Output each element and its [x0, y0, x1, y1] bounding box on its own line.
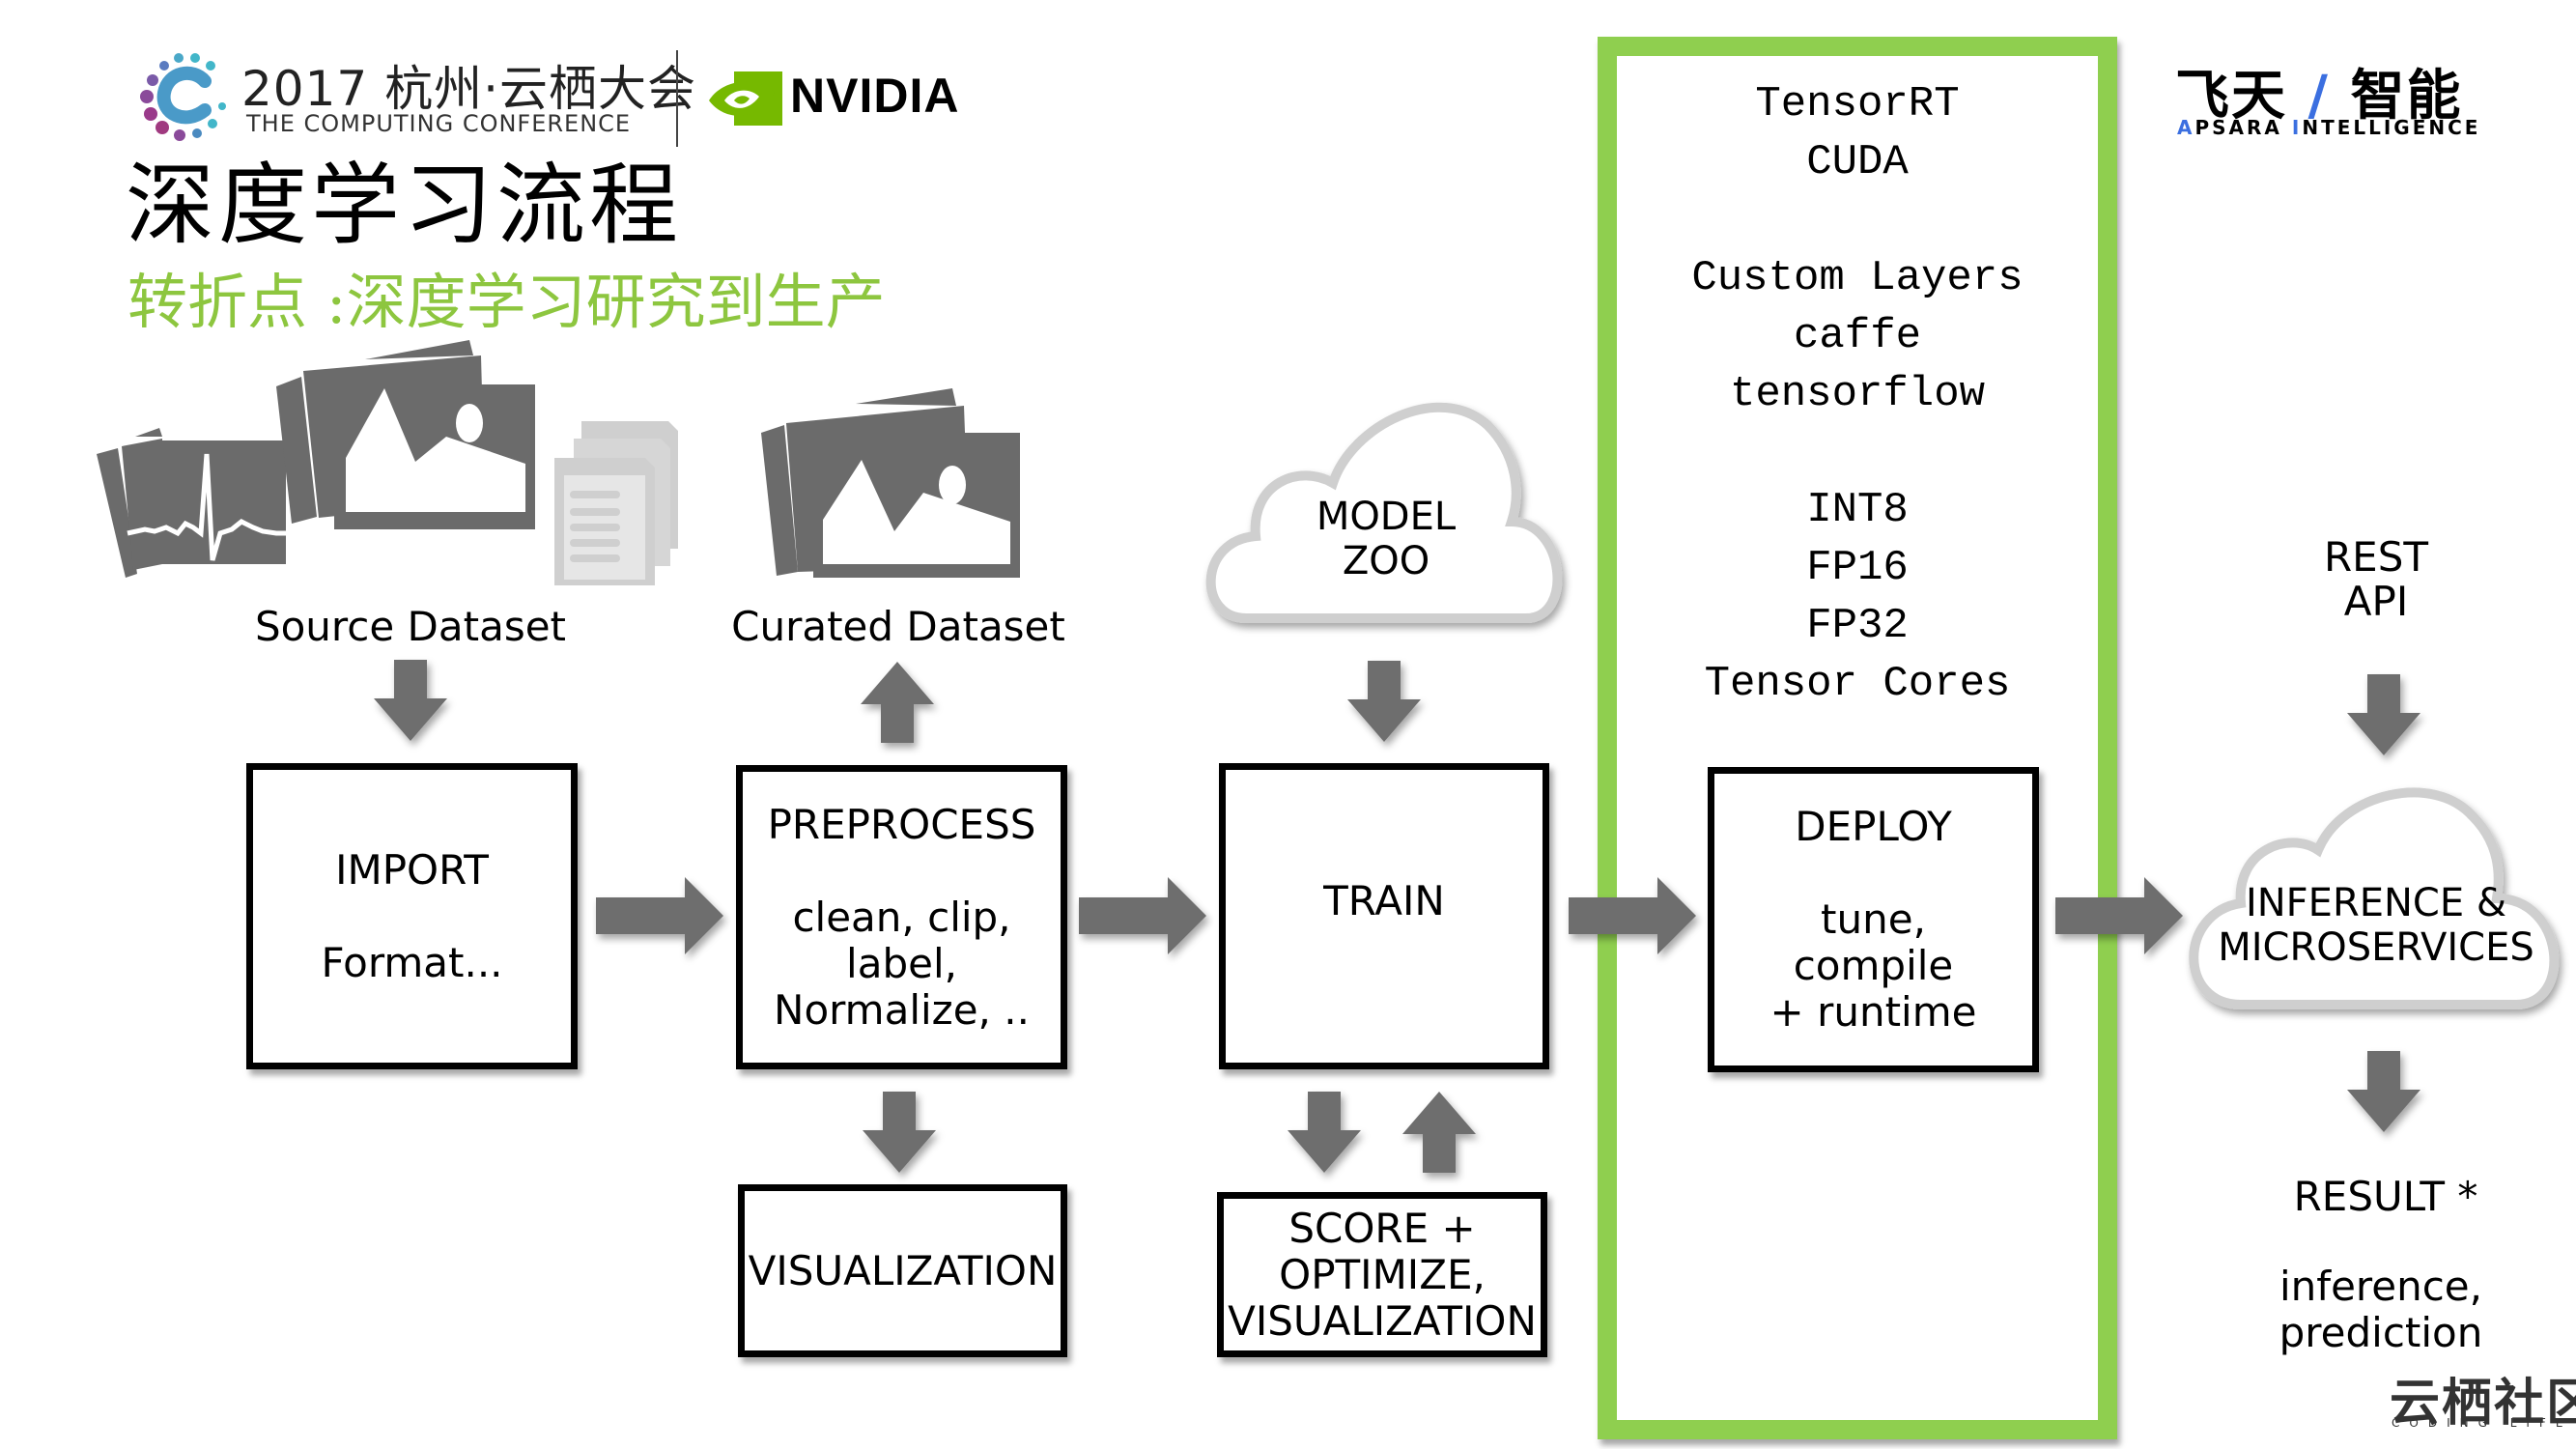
tensorrt-feature-list: TensorRT CUDA Custom Layers caffe tensor…	[1617, 75, 2098, 713]
stage-line: SCORE +	[1288, 1204, 1476, 1252]
page-title: 深度学习流程	[126, 154, 683, 257]
image-stack-icon	[761, 388, 1020, 578]
inference-line: INFERENCE &	[2245, 881, 2507, 925]
stage-title: VISUALIZATION	[748, 1246, 1058, 1294]
rest-line: API	[2343, 578, 2409, 625]
arrow-right-icon	[2055, 877, 2183, 954]
arrow-down-icon	[1288, 1092, 1361, 1173]
stage-preprocess: PREPROCESS clean, clip, label, Normalize…	[736, 765, 1067, 1069]
tech-item: INT8	[1806, 486, 1909, 534]
arrow-down-icon	[2347, 1051, 2420, 1132]
conference-title: 2017 杭州·云栖大会	[241, 61, 697, 117]
result-line: prediction	[2279, 1309, 2483, 1356]
model-zoo-label: MODEL ZOO	[1285, 495, 1487, 583]
rest-api-label: REST API	[2279, 535, 2473, 624]
stage-detail: tune,	[1821, 895, 1926, 943]
stage-import: IMPORT Format...	[246, 763, 578, 1069]
stage-detail: Normalize, ..	[774, 985, 1030, 1034]
page-subtitle: 转折点 :深度学习研究到生产	[127, 267, 886, 337]
model-zoo-line: ZOO	[1342, 539, 1430, 583]
nvidia-eye-icon	[709, 71, 782, 126]
arrow-down-icon	[374, 660, 447, 741]
result-description: inference, prediction	[2250, 1264, 2511, 1356]
tech-item: caffe	[1793, 312, 1922, 360]
tech-item: TensorRT	[1755, 80, 1960, 128]
result-line: inference,	[2279, 1263, 2482, 1310]
tech-item: CUDA	[1806, 138, 1909, 186]
source-dataset-label: Source Dataset	[254, 603, 567, 650]
tech-item: Tensor Cores	[1704, 660, 2011, 708]
inference-line: MICROSERVICES	[2218, 925, 2534, 970]
result-label: RESULT *	[2293, 1173, 2478, 1220]
conference-logo-icon	[140, 53, 226, 141]
document-stack-icon	[554, 421, 678, 585]
stage-detail: compile	[1793, 942, 1954, 989]
inference-cloud-icon	[2189, 787, 2560, 1009]
stage-detail: + runtime	[1769, 988, 1977, 1036]
arrow-down-icon	[863, 1092, 936, 1173]
tech-item: Custom Layers	[1691, 254, 2024, 302]
stage-detail: Format...	[321, 938, 503, 986]
ecg-stack-icon	[97, 428, 286, 578]
stage-line: VISUALIZATION	[1228, 1296, 1537, 1345]
apsara-logo-en: APSARA INTELLIGENCE	[2177, 116, 2481, 139]
arrow-right-icon	[1079, 877, 1206, 954]
rest-line: REST	[2323, 533, 2429, 581]
apsara-logo-cn: 飞天 / 智能	[2175, 65, 2463, 128]
arrow-right-icon	[1569, 877, 1696, 954]
stage-detail: clean, clip,	[792, 893, 1011, 941]
stage-score-optimize: SCORE + OPTIMIZE, VISUALIZATION	[1217, 1192, 1547, 1357]
arrow-up-icon	[861, 662, 934, 743]
arrow-down-icon	[1347, 661, 1421, 742]
yunqi-community-logo: 云栖社区	[2390, 1375, 2576, 1433]
yunqi-community-tagline: CODING LIFE	[2392, 1416, 2573, 1430]
stage-detail: label,	[846, 939, 957, 987]
stage-title: IMPORT	[335, 845, 489, 894]
tech-item: FP32	[1806, 602, 1909, 650]
stage-visualization: VISUALIZATION	[738, 1184, 1067, 1357]
arrow-down-icon	[2347, 674, 2420, 755]
arrow-up-icon	[1402, 1092, 1476, 1173]
inference-label: INFERENCE & MICROSERVICES	[2212, 881, 2540, 970]
arrow-right-icon	[596, 877, 723, 954]
stage-title: TRAIN	[1323, 876, 1445, 924]
conference-subtitle: THE COMPUTING CONFERENCE	[246, 110, 632, 137]
nvidia-logo-text: NVIDIA	[790, 69, 960, 123]
curated-dataset-label: Curated Dataset	[731, 603, 1065, 650]
stage-line: OPTIMIZE,	[1279, 1250, 1486, 1298]
stage-title: PREPROCESS	[767, 800, 1036, 848]
image-stack-icon	[276, 340, 535, 529]
tech-item: FP16	[1806, 544, 1909, 592]
tensorrt-frame	[1598, 37, 2117, 1439]
tech-item: tensorflow	[1729, 370, 1986, 418]
stage-train: TRAIN	[1219, 763, 1549, 1069]
stage-deploy: DEPLOY tune, compile + runtime	[1708, 767, 2039, 1072]
model-zoo-line: MODEL	[1316, 495, 1457, 539]
header-divider	[676, 50, 678, 147]
model-zoo-cloud-icon	[1205, 402, 1563, 623]
stage-title: DEPLOY	[1795, 803, 1952, 850]
